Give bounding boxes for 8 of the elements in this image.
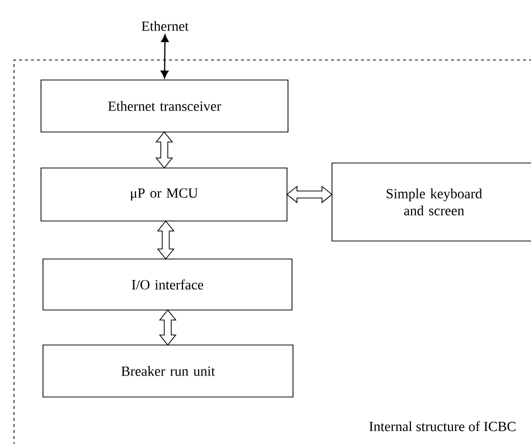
- block-box: I/O interface: [42, 258, 292, 310]
- block-box: μP or MCU: [40, 168, 288, 222]
- boundary-label: Internal structure of ICBC: [369, 421, 516, 432]
- block-box: Ethernet transceiver: [40, 80, 288, 132]
- port-label: Ethernet: [142, 21, 189, 31]
- double-arrow: [160, 34, 169, 78]
- block-box: Simple keyboard and screen: [332, 162, 531, 242]
- block-box: Breaker run unit: [42, 344, 294, 398]
